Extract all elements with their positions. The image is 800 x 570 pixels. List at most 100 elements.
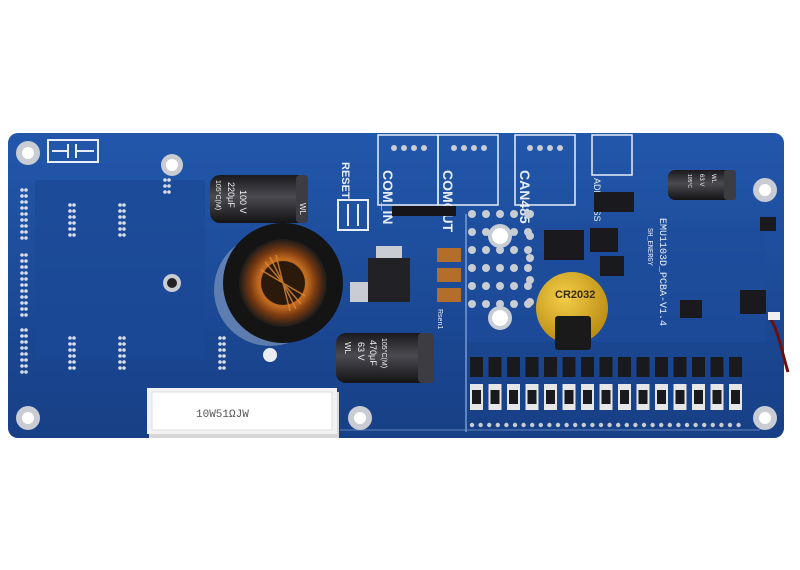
via (68, 354, 72, 358)
via (719, 422, 724, 428)
via (20, 358, 24, 362)
via (564, 422, 569, 428)
via (122, 227, 126, 231)
via (20, 218, 24, 222)
via (118, 209, 122, 213)
pad (496, 264, 504, 272)
smd-resistor (525, 357, 539, 377)
via (167, 178, 171, 182)
via (24, 307, 28, 311)
pad (482, 210, 490, 218)
via (710, 422, 715, 428)
via (20, 200, 24, 204)
via (218, 336, 222, 340)
pad (468, 282, 476, 290)
smd-resistor (507, 357, 520, 377)
capacitor-470uf: WL 63 V 470μF 105°C(M) (336, 333, 434, 383)
pad (524, 264, 532, 272)
via (68, 233, 72, 237)
via (68, 342, 72, 346)
via (68, 336, 72, 340)
com-out-label: COMOUT (440, 170, 456, 233)
cap2-capacitance: 470μF (368, 340, 378, 366)
com-in-label: COM_IN (380, 170, 396, 224)
via (222, 342, 226, 346)
via (72, 360, 76, 364)
cap1-temp: 105°C(M) (214, 180, 222, 210)
cap2-voltage: 63 V (356, 342, 366, 361)
smd-resistor-array (469, 357, 742, 428)
via (598, 422, 604, 428)
pad (526, 276, 534, 284)
pad (526, 210, 534, 218)
pad (468, 210, 476, 218)
ics (544, 192, 776, 318)
via (122, 348, 126, 352)
pad (510, 264, 518, 272)
via (581, 422, 586, 428)
via (118, 348, 122, 352)
smd-resistor-body (620, 390, 629, 404)
via (547, 422, 552, 428)
via (676, 422, 681, 428)
via (607, 422, 612, 428)
via (702, 422, 707, 428)
via (122, 215, 126, 219)
via (68, 360, 72, 364)
via (68, 209, 72, 213)
via (20, 212, 24, 216)
smd-resistor (636, 357, 650, 377)
via (538, 422, 543, 428)
via (218, 342, 222, 346)
smd-resistor (710, 357, 724, 377)
battery-cr2032: CR2032 (536, 272, 608, 350)
capacitor-220uf: WL 100 V 220μF 105°C(M) (210, 175, 308, 223)
smd-resistor-body (731, 390, 740, 404)
pad (468, 246, 476, 254)
toroid-inductor (214, 223, 343, 362)
via (72, 221, 76, 225)
via (118, 227, 122, 231)
rsen-label: Rsen1 (436, 309, 443, 329)
via (512, 422, 518, 428)
via (72, 342, 76, 346)
smd-resistor-body (490, 390, 500, 404)
via (24, 230, 28, 234)
via (222, 360, 226, 364)
smd-resistor-body (694, 390, 703, 404)
mounting-holes (16, 141, 777, 430)
via (24, 313, 28, 317)
via (469, 422, 475, 428)
via (24, 265, 28, 269)
via (163, 190, 167, 194)
via (122, 354, 126, 358)
via (24, 212, 28, 216)
via (487, 422, 492, 428)
via (72, 203, 76, 207)
via (122, 336, 126, 340)
via (20, 295, 24, 299)
via (667, 422, 672, 428)
smd-resistor-body (601, 390, 611, 404)
smd-resistor-body (564, 390, 574, 404)
via (222, 336, 226, 340)
via (72, 366, 76, 370)
via (495, 422, 500, 428)
via (20, 194, 24, 198)
via (167, 184, 171, 188)
via (72, 233, 76, 237)
pad (496, 246, 504, 254)
via (20, 188, 24, 192)
battery-label: CR2032 (555, 289, 595, 301)
via (72, 336, 76, 340)
pad (496, 210, 504, 218)
via (118, 366, 122, 370)
via (20, 289, 24, 293)
via (24, 301, 28, 305)
smd-resistor (488, 357, 502, 377)
pad (482, 246, 490, 254)
via (20, 307, 24, 311)
via (684, 422, 690, 428)
pad (496, 282, 504, 290)
